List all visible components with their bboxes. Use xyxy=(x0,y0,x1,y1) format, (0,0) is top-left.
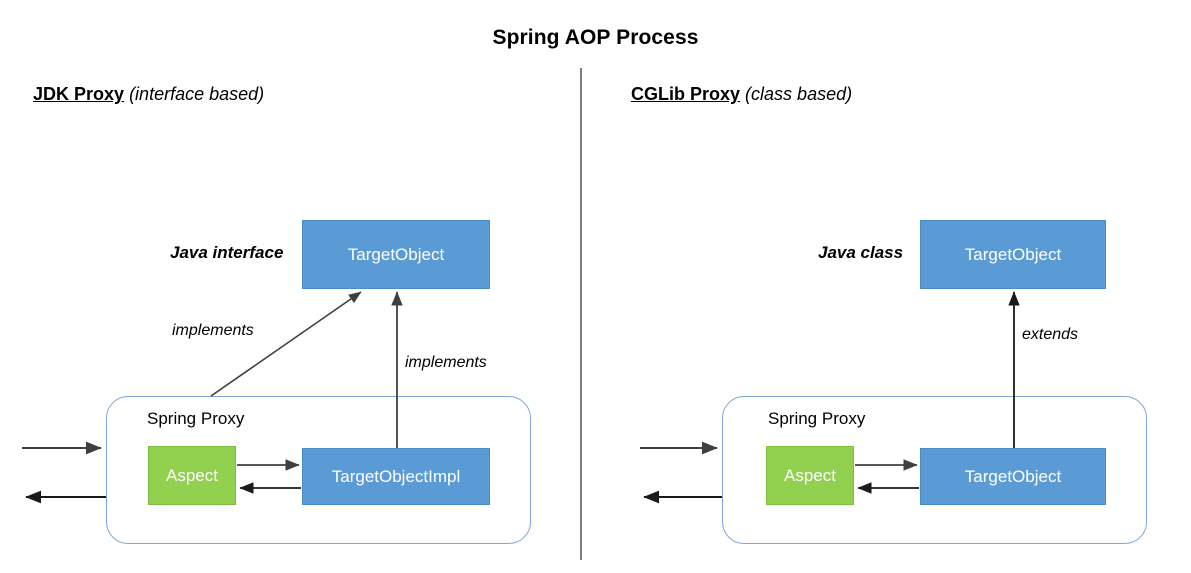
extends-label: extends xyxy=(1022,326,1079,343)
jdk-target-object-impl-box[interactable]: TargetObjectImpl xyxy=(302,448,490,505)
cglib-target-object-impl-box[interactable]: TargetObject xyxy=(920,448,1106,505)
jdk-target-object-box[interactable]: TargetObject xyxy=(302,220,490,289)
cglib-target-object-impl-label: TargetObject xyxy=(964,466,1062,486)
cglib-target-object-box[interactable]: TargetObject xyxy=(920,220,1106,289)
cglib-aspect-box[interactable]: Aspect xyxy=(766,446,854,505)
jdk-implements-diagonal-arrow xyxy=(210,291,362,397)
jdk-aspect-label: Aspect xyxy=(166,465,218,485)
cglib-proxy-heading-strong: CGLib Proxy xyxy=(631,84,741,104)
java-class-label: Java class xyxy=(818,243,904,262)
implements-label-vertical: implements xyxy=(405,354,487,371)
java-interface-label: Java interface xyxy=(170,243,284,262)
panel-divider xyxy=(580,68,582,560)
jdk-target-object-impl-label: TargetObjectImpl xyxy=(331,466,461,486)
cglib-proxy-heading-note: (class based) xyxy=(745,84,853,104)
jdk-proxy-heading: JDK Proxy (interface based) xyxy=(33,84,264,105)
page-title: Spring AOP Process xyxy=(492,26,699,49)
cglib-proxy-heading: CGLib Proxy (class based) xyxy=(631,84,852,105)
jdk-target-object-label: TargetObject xyxy=(347,244,445,264)
cglib-aspect-label: Aspect xyxy=(784,465,836,485)
jdk-aspect-box[interactable]: Aspect xyxy=(148,446,236,505)
jdk-proxy-heading-strong: JDK Proxy xyxy=(33,84,125,104)
jdk-proxy-heading-note: (interface based) xyxy=(129,84,265,104)
implements-label-diagonal: implements xyxy=(172,322,254,339)
cglib-target-object-label: TargetObject xyxy=(964,244,1062,264)
cglib-spring-proxy-label: Spring Proxy xyxy=(768,409,866,428)
jdk-spring-proxy-label: Spring Proxy xyxy=(147,409,245,428)
